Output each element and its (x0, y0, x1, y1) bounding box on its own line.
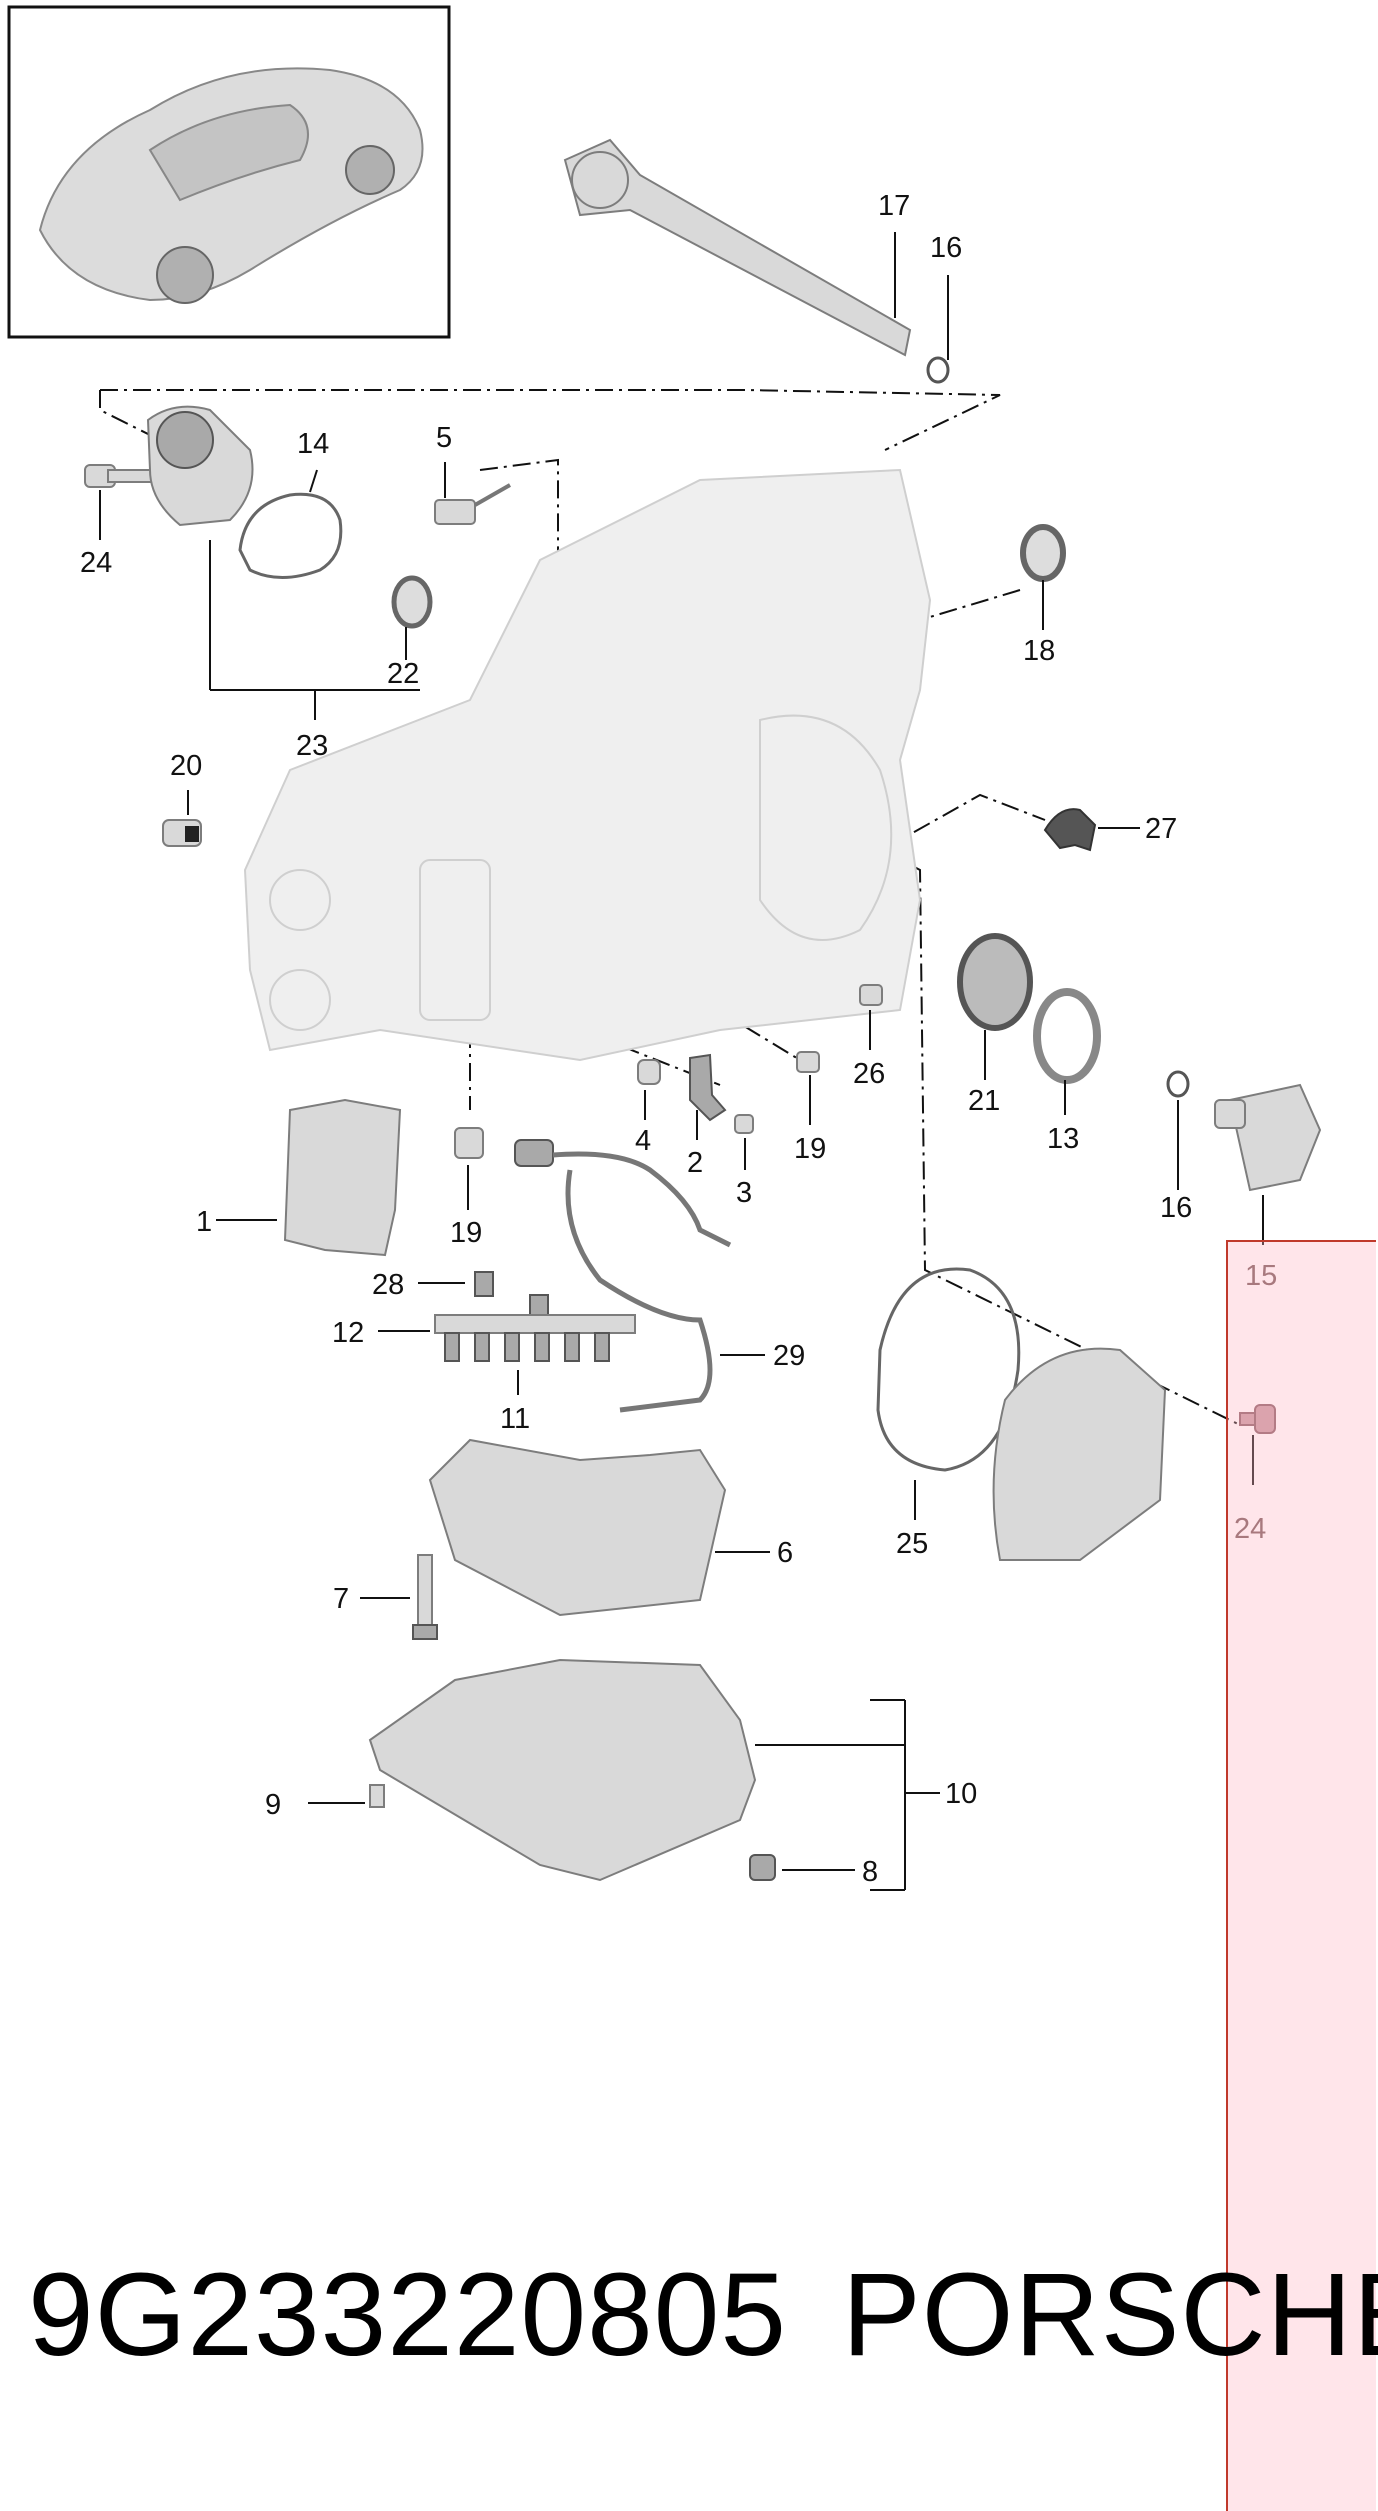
part-23-flange (146, 405, 254, 527)
callout-19-right: 19 (794, 1133, 826, 1165)
part-19-plug-left (454, 1127, 484, 1159)
transmission-side-cover (992, 1347, 1167, 1561)
callout-3: 3 (736, 1177, 752, 1209)
part-24-bolt-right (1239, 1404, 1276, 1434)
leader-lines (99, 232, 1264, 1891)
callout-labels: 17 16 24 14 5 22 23 18 20 27 26 21 13 16… (80, 190, 1277, 1888)
part-4 (637, 1059, 661, 1085)
selection-overlay (1226, 1240, 1376, 2511)
part-number: 9G233220805 (28, 2249, 788, 2381)
callout-16-right: 16 (1160, 1192, 1192, 1224)
part-10-oil-pan (368, 1658, 757, 1882)
part-16-ring-right (1166, 1070, 1190, 1098)
callout-21: 21 (968, 1085, 1000, 1117)
part-14-gasket (238, 492, 343, 579)
callout-22: 22 (387, 658, 419, 690)
callout-28: 28 (372, 1269, 404, 1301)
callout-20: 20 (170, 750, 202, 782)
callout-17: 17 (878, 190, 910, 222)
part-18-seal (1020, 524, 1066, 582)
car-thumbnail (7, 5, 451, 339)
brand-name: PORSCHE (842, 2249, 1378, 2381)
part-17-drive-shaft (563, 138, 912, 357)
callout-10: 10 (945, 1778, 977, 1810)
part-8-drain-plug (749, 1854, 776, 1881)
part-13-ring (1033, 988, 1101, 1084)
callout-15: 15 (1245, 1260, 1277, 1292)
callout-6: 6 (777, 1537, 793, 1569)
part-12-solenoid-strip (434, 1314, 636, 1362)
callout-7: 7 (333, 1583, 349, 1615)
callout-11: 11 (500, 1403, 530, 1435)
part-21-seal (957, 933, 1033, 1031)
part-20-plug (162, 819, 202, 847)
callout-25: 25 (896, 1528, 928, 1560)
part-16-ring-upper (926, 356, 950, 384)
part-27-bracket (1043, 808, 1097, 852)
callout-19-left: 19 (450, 1217, 482, 1249)
callout-16-upper: 16 (930, 232, 962, 264)
part-7-bolt (412, 1554, 438, 1640)
part-22-seal (391, 575, 433, 629)
part-26-plug (859, 984, 883, 1006)
callout-14: 14 (297, 428, 329, 460)
callout-4: 4 (635, 1125, 651, 1157)
transmission-housing (243, 468, 932, 1062)
part-24-bolt-upper (84, 464, 159, 488)
callout-13: 13 (1047, 1123, 1079, 1155)
part-2-lever (689, 1053, 727, 1122)
callout-12: 12 (332, 1317, 364, 1349)
part-5-sensor (434, 483, 511, 525)
part-19-plug-right (796, 1051, 820, 1073)
part-1-heat-shield (283, 1098, 402, 1257)
part-3 (734, 1114, 754, 1134)
callout-18: 18 (1023, 635, 1055, 667)
callout-23: 23 (296, 730, 328, 762)
part-29-wiring-harness (514, 1139, 732, 1413)
part-25-o-ring (876, 1267, 1021, 1472)
callout-29: 29 (773, 1340, 805, 1372)
callout-26: 26 (853, 1058, 885, 1090)
part-9-bolt (369, 1784, 385, 1808)
part-15-flange (1214, 1083, 1322, 1192)
callout-2: 2 (687, 1147, 703, 1179)
callout-5: 5 (436, 422, 452, 454)
part-6-valve-body (428, 1438, 727, 1617)
callout-9: 9 (265, 1789, 281, 1821)
callout-24-upper: 24 (80, 547, 112, 579)
callout-8: 8 (862, 1856, 878, 1888)
callout-24-right: 24 (1234, 1513, 1266, 1545)
callout-27: 27 (1145, 813, 1177, 845)
callout-1: 1 (196, 1206, 212, 1238)
